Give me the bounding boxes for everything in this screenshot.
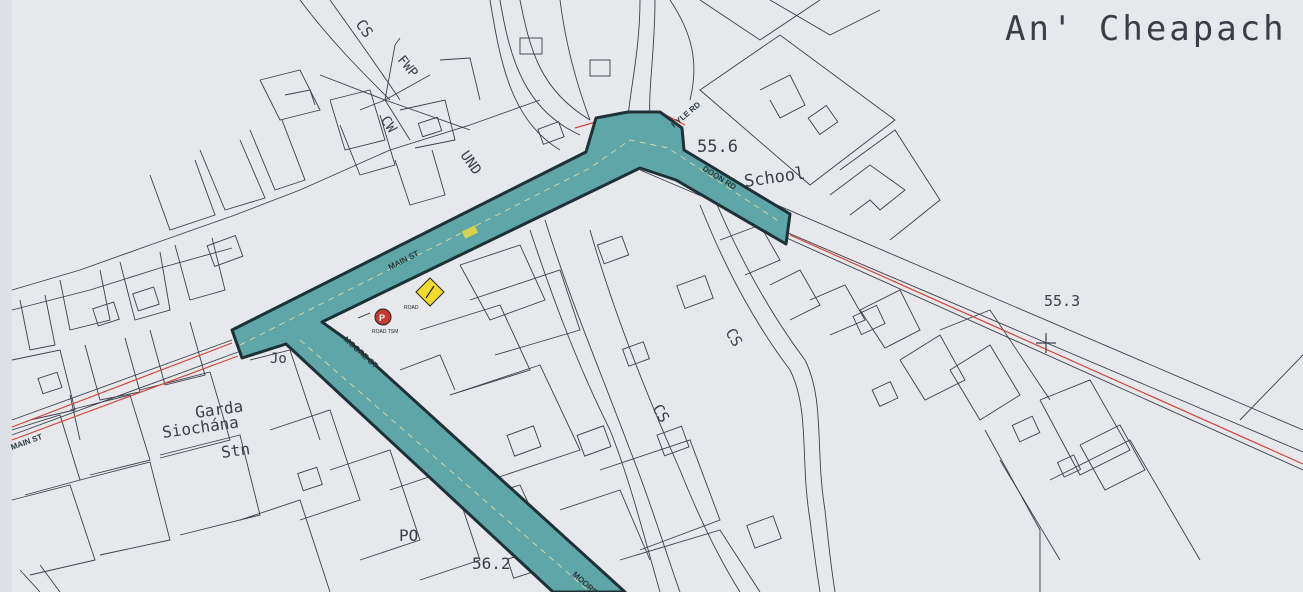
- road-sign-symbols: ROAD P ROAD TSM: [357, 277, 445, 335]
- spot-height-label-b: 55.3: [1044, 292, 1080, 310]
- map-left-margin: [0, 0, 12, 592]
- spot-height-cross: [1036, 333, 1056, 353]
- jo-label: Jo: [270, 351, 287, 367]
- map-linework: [11, 0, 1303, 592]
- svg-text:ROAD: ROAD: [404, 305, 419, 311]
- place-name-label: An' Cheapach: [1005, 9, 1287, 49]
- spot-height-label-a: 55.6: [697, 137, 738, 157]
- svg-text:P: P: [379, 313, 385, 323]
- spot-height-label-c: 56.2: [472, 554, 511, 573]
- highlighted-roads: [230, 110, 792, 592]
- garda-label-line3: Stn: [220, 439, 251, 462]
- post-office-label: PO: [399, 526, 418, 545]
- svg-text:ROAD TSM: ROAD TSM: [372, 329, 398, 335]
